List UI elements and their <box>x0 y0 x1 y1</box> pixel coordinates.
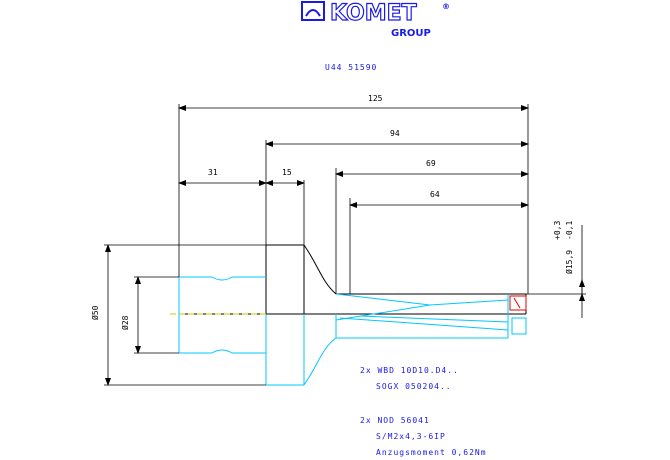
tool-lower-half <box>178 276 527 386</box>
part-number: U44 51590 <box>325 63 377 72</box>
dim-94: 94 <box>390 129 400 138</box>
lower-insert <box>511 317 527 335</box>
logo-emblem-arc <box>305 9 321 17</box>
dim-od-50: Ø50 <box>90 305 100 320</box>
taper-curve <box>303 244 337 295</box>
extension-lines <box>104 104 586 386</box>
dim-125: 125 <box>368 94 383 103</box>
flute-line-4 <box>339 317 509 331</box>
tool-outline <box>179 244 527 385</box>
note-line-5: Anzugsmoment 0,62Nm <box>376 448 487 457</box>
dim-bore-15-9: Ø15,9 <box>564 250 574 274</box>
flute-line-2 <box>335 304 431 321</box>
cutting-insert <box>509 295 527 311</box>
dim-bore-tol-lower: -0,1 <box>565 221 574 240</box>
dim-15: 15 <box>282 168 292 177</box>
note-line-4: S/M2x4,3-6IP <box>376 432 446 441</box>
logo-group: GROUP <box>391 28 431 39</box>
dim-31: 31 <box>208 168 218 177</box>
insert-edge <box>513 297 521 309</box>
flute-line-1 <box>335 293 431 306</box>
komet-logo: KOMET ® GROUP <box>301 0 450 39</box>
shank-top <box>179 276 266 281</box>
logo-brand: KOMET <box>330 1 417 26</box>
notes: 2x WBD 10D10.D4.. SOGX 050204.. 2x NOD 5… <box>360 366 487 457</box>
flute-line-5 <box>359 315 509 323</box>
note-line-3: 2x NOD 56041 <box>360 416 430 425</box>
dim-69: 69 <box>426 159 436 168</box>
dim-shank-28: Ø28 <box>120 315 130 330</box>
note-line-1: 2x WBD 10D10.D4.. <box>360 366 459 375</box>
flute-line-3 <box>429 299 509 306</box>
dim-64: 64 <box>430 190 440 199</box>
insert-outline <box>509 295 527 311</box>
dim-bore-tol-upper: +0,3 <box>553 221 562 240</box>
logo-registered-mark: ® <box>442 2 450 11</box>
dimension-lines <box>105 105 585 386</box>
shank-bottom <box>179 349 266 354</box>
note-line-2: SOGX 050204.. <box>376 382 452 391</box>
lower-taper <box>303 337 337 386</box>
logo-emblem-icon <box>301 1 325 21</box>
